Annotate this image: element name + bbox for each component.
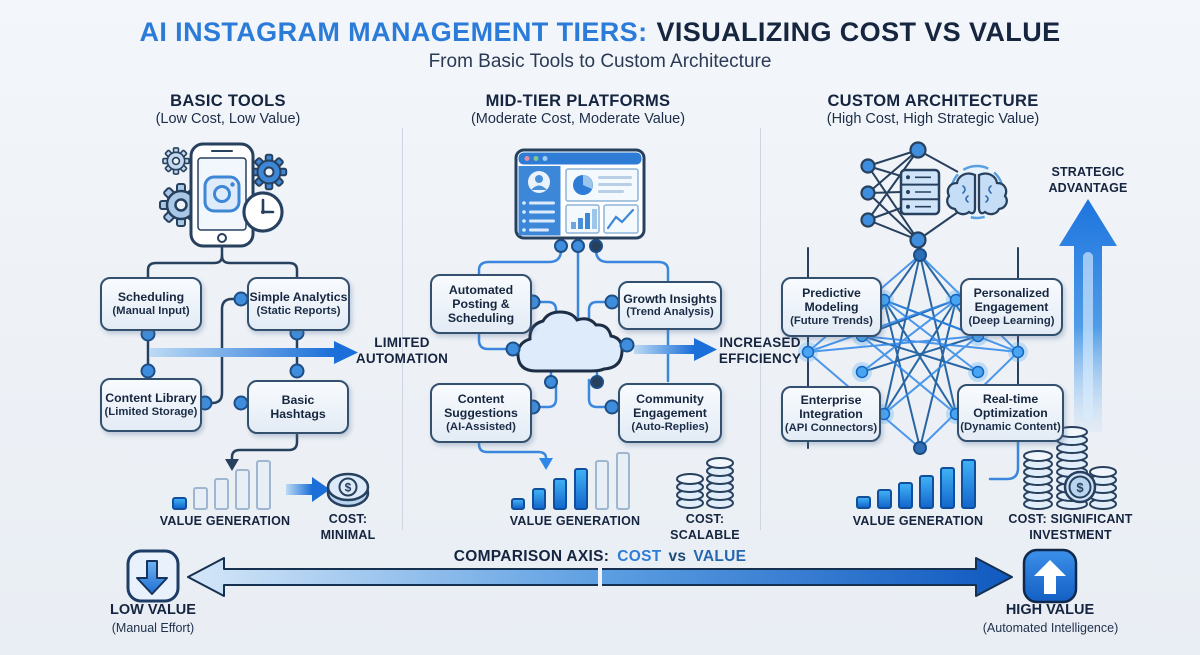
low-value-icon (126, 549, 180, 603)
box-enterprise-integration: Enterprise Integration (API Connectors) (781, 386, 881, 442)
column-divider (402, 128, 403, 530)
high-value-icon (1022, 548, 1078, 604)
down-arrow-icon (136, 560, 168, 595)
box-growth-insights: Growth Insights (Trend Analysis) (618, 281, 722, 330)
box-automated-posting: Automated Posting & Scheduling (430, 274, 532, 334)
label-cost-custom: COST: SIGNIFICANT INVESTMENT (1008, 512, 1133, 542)
label-cost-basic: COST: MINIMAL (320, 512, 376, 542)
down-arrowhead (539, 458, 553, 470)
column-title-custom: CUSTOM ARCHITECTURE (827, 92, 1039, 110)
column-title-mid: MID-TIER PLATFORMS (485, 92, 671, 110)
value-bars-chart-custom (856, 457, 976, 509)
label-low-value: LOW VALUE (110, 602, 196, 618)
value-bar (511, 498, 525, 510)
column-caption-mid: (Moderate Cost, Moderate Value) (470, 111, 686, 127)
server-icon (899, 168, 941, 216)
value-bar (595, 460, 609, 510)
down-arrowhead (225, 459, 239, 471)
column-caption-custom: (High Cost, High Strategic Value) (826, 111, 1040, 127)
value-bar (919, 475, 934, 509)
value-bar (256, 460, 271, 510)
box-content-suggestions: Content Suggestions (AI-Assisted) (430, 383, 532, 443)
title-accent: AI INSTAGRAM MANAGEMENT TIERS: (139, 17, 648, 47)
column-divider (760, 128, 761, 530)
value-bar (898, 482, 913, 509)
clock-icon (242, 191, 284, 233)
label-increased-efficiency: INCREASED EFFICIENCY (718, 335, 802, 367)
label-strategic-advantage: STRATEGIC ADVANTAGE (1048, 165, 1128, 195)
value-to-cost-arrow (286, 477, 330, 502)
box-predictive-modeling: Predictive Modeling (Future Trends) (781, 277, 882, 337)
page-title: AI INSTAGRAM MANAGEMENT TIERS: VISUALIZIN… (0, 17, 1200, 48)
label-high-value: HIGH VALUE (1005, 602, 1095, 618)
flow-arrow-increased-efficiency (634, 338, 717, 361)
value-bar (172, 497, 187, 510)
label-value-generation-mid: VALUE GENERATION (509, 514, 641, 528)
value-bar (856, 496, 871, 509)
box-personalized-engagement: Personalized Engagement (Deep Learning) (960, 278, 1063, 336)
value-bar (940, 467, 955, 509)
neural-network-icon (860, 141, 1008, 249)
box-community-engagement: Community Engagement (Auto-Replies) (618, 383, 722, 443)
box-realtime-optimization: Real-time Optimization (Dynamic Content) (957, 384, 1064, 442)
value-bar (193, 487, 208, 510)
title-main: VISUALIZING COST VS VALUE (656, 17, 1061, 47)
brain-icon (946, 164, 1008, 220)
value-bar (235, 469, 250, 510)
label-limited-automation: LIMITED AUTOMATION (355, 335, 449, 367)
strategic-advantage-arrow (1059, 199, 1117, 432)
value-bar (961, 459, 976, 509)
coin-icon: $ (326, 472, 370, 508)
svg-text:$: $ (1076, 480, 1084, 495)
value-bar (574, 468, 588, 510)
label-value-generation-basic: VALUE GENERATION (159, 514, 291, 528)
column-caption-basic: (Low Cost, Low Value) (155, 111, 301, 127)
svg-text:$: $ (345, 481, 352, 495)
label-cost-mid: COST: SCALABLE (670, 512, 740, 542)
box-basic-hashtags: Basic Hashtags (247, 380, 349, 434)
box-simple-analytics: Simple Analytics (Static Reports) (247, 277, 350, 331)
comparison-axis-arrow (187, 557, 1013, 597)
value-bar (214, 478, 229, 510)
box-content-library: Content Library (Limited Storage) (100, 378, 202, 432)
dashboard-icon (514, 148, 646, 240)
value-bars-chart-basic (172, 450, 271, 510)
flow-arrow-limited-automation (150, 341, 358, 364)
value-bar (553, 478, 567, 510)
value-bars-chart-mid (511, 450, 630, 510)
column-title-basic: BASIC TOOLS (170, 92, 286, 110)
label-low-caption: (Manual Effort) (111, 621, 195, 635)
box-scheduling: Scheduling (Manual Input) (100, 277, 202, 331)
value-bar (877, 489, 892, 509)
value-bar (616, 452, 630, 510)
label-value-generation-custom: VALUE GENERATION (852, 514, 984, 528)
coins-stack-icon (676, 457, 734, 509)
phone-instagram-icon (189, 142, 255, 248)
page-subtitle: From Basic Tools to Custom Architecture (428, 51, 772, 72)
value-bar (532, 488, 546, 510)
up-arrow-icon (1034, 560, 1066, 594)
label-high-caption: (Automated Intelligence) (982, 621, 1119, 635)
coins-pile-icon: $ (1023, 426, 1117, 510)
cloud-icon (516, 310, 624, 373)
